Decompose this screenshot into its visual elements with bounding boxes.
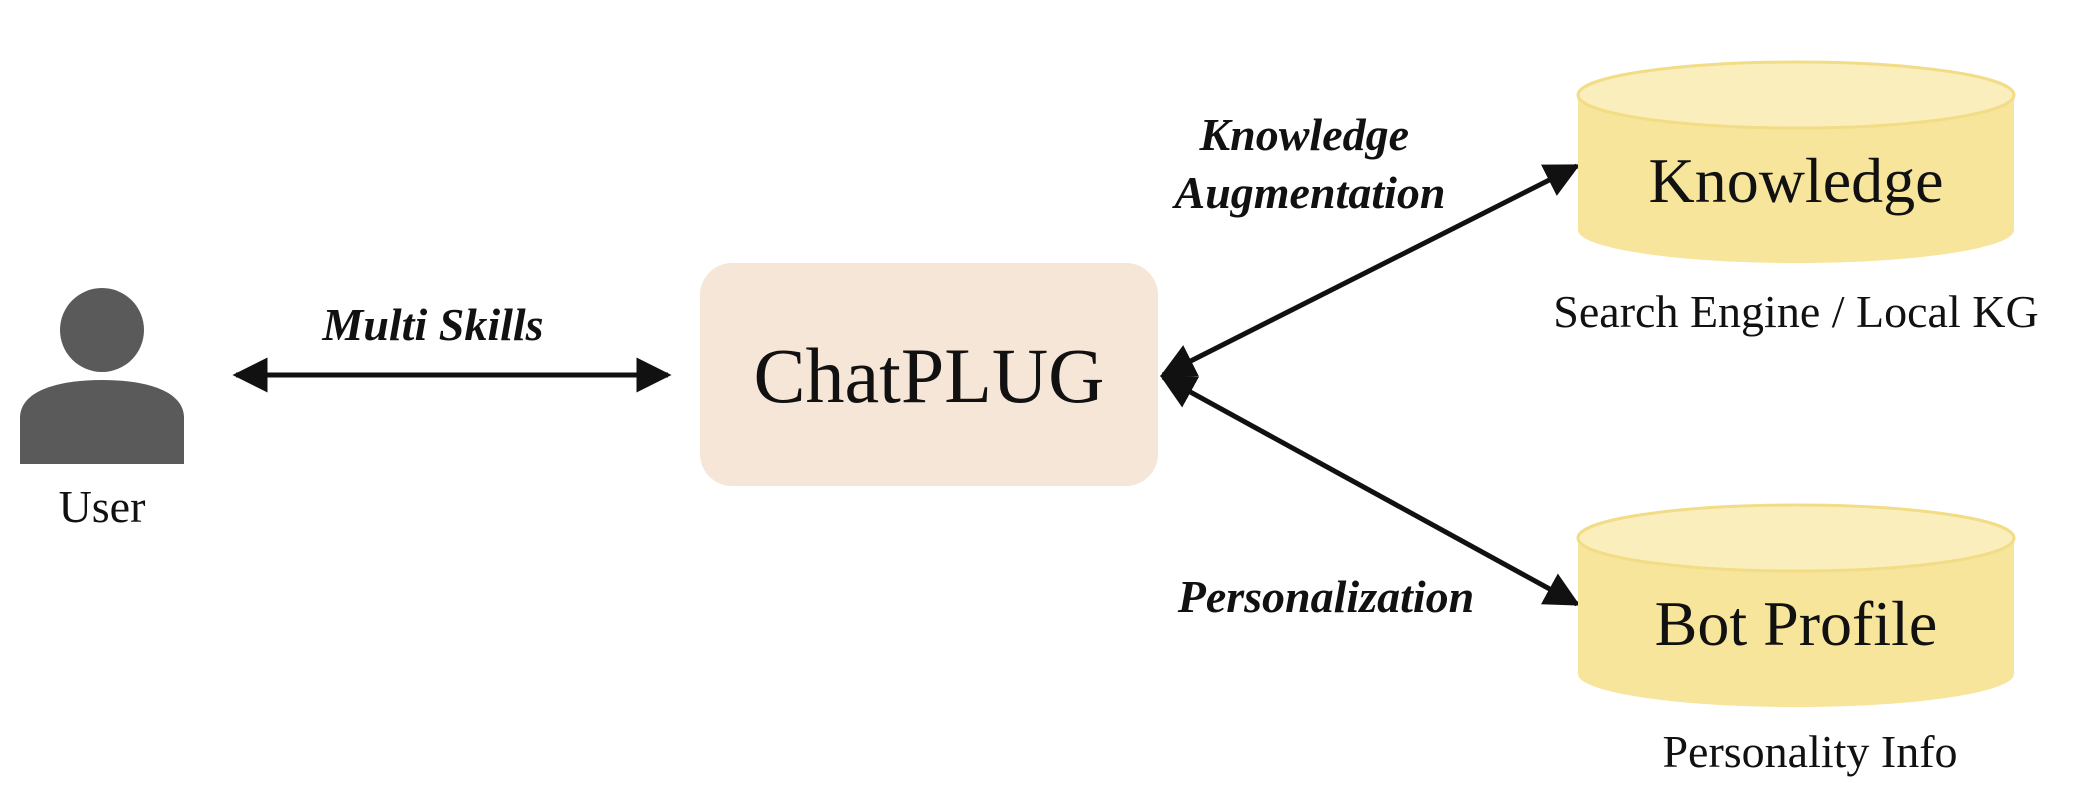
knowledge-database <box>1576 60 2016 263</box>
user-icon <box>20 288 184 464</box>
knowledge-augmentation-label: Knowledge Augmentation <box>1172 109 1446 218</box>
multi-skills-label: Multi Skills <box>321 299 543 350</box>
knowledge-augmentation-line2: Augmentation <box>1172 167 1446 218</box>
user-label: User <box>59 481 146 532</box>
knowledge-caption: Search Engine / Local KG <box>1553 286 2038 337</box>
knowledge-label: Knowledge <box>1648 145 1943 216</box>
chatplug-node <box>700 263 1158 486</box>
chatplug-label: ChatPLUG <box>754 332 1105 419</box>
bot-profile-label: Bot Profile <box>1655 588 1938 659</box>
knowledge-augmentation-arrow <box>1159 163 1581 378</box>
personalization-label: Personalization <box>1177 571 1475 622</box>
knowledge-augmentation-line1: Knowledge <box>1198 109 1409 160</box>
bot-profile-database <box>1576 503 2016 707</box>
personalization-arrow <box>1159 374 1581 607</box>
bot-profile-caption: Personality Info <box>1662 726 1957 777</box>
